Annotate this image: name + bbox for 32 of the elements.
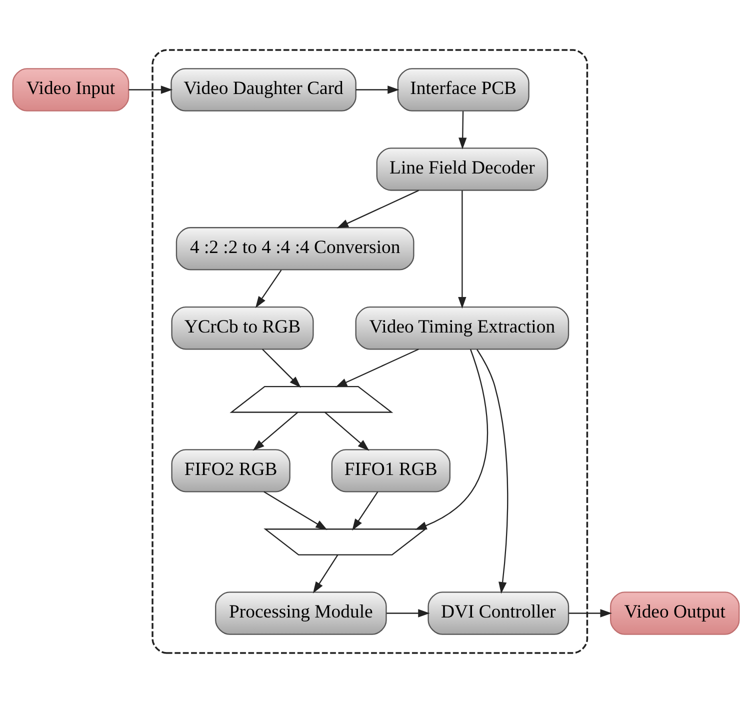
arrow [458,110,467,149]
arrow [128,85,173,94]
node-box: Video Output [610,591,740,634]
arrow [255,269,282,308]
node-box: DVI Controller [428,591,570,634]
node-box: FIFO2 RGB [171,448,290,492]
node-box: Video Timing Extraction [355,306,570,350]
arrow [252,411,298,450]
arrow [476,348,508,594]
node-box: Processing Module [215,591,387,634]
arrow [262,348,301,388]
node-box: Interface PCB [397,68,530,111]
node-box: Video Input [12,68,130,111]
cluster [152,48,588,654]
node-trapezoid [264,528,428,555]
node-box: YCrCb to RGB [171,306,314,350]
arrow [324,411,370,450]
node-trapezoid [230,385,394,412]
node-box: Line Field Decoder [376,147,548,190]
arrow [264,490,328,530]
node-box: FIFO1 RGB [331,448,450,492]
arrow [415,348,488,530]
arrow [458,190,466,308]
arrow [336,189,419,228]
arrow [356,85,400,94]
arrow [312,554,338,593]
arrow [386,608,430,617]
arrow [568,608,612,617]
node-box: 4 :2 :2 to 4 :4 :4 Conversion [176,226,414,270]
arrow [335,348,419,387]
arrow [352,490,378,530]
node-box: Video Daughter Card [170,68,356,111]
